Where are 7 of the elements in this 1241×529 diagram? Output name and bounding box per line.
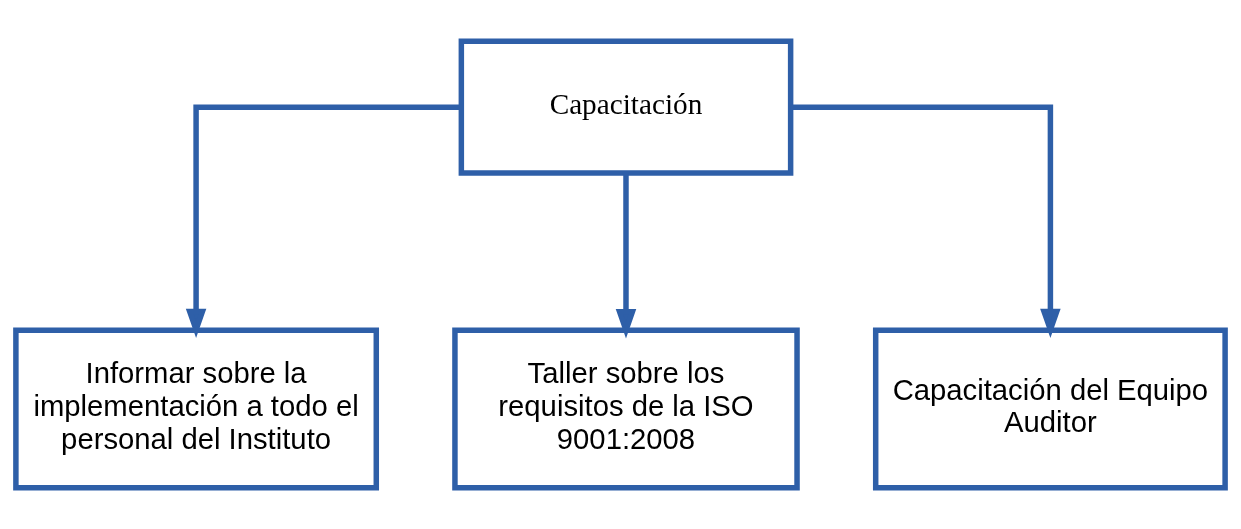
node-box: Capacitación del Equipo Auditor bbox=[872, 327, 1228, 491]
node-box: Taller sobre los requisitos de la ISO 9001:2008 bbox=[452, 327, 800, 491]
node-box: Capacitación bbox=[458, 38, 794, 176]
arrow bbox=[615, 173, 637, 339]
arrow bbox=[790, 104, 1061, 339]
node-box: Informar sobre la implementación a todo el personal del Instituto bbox=[13, 327, 380, 491]
arrow bbox=[185, 104, 461, 339]
